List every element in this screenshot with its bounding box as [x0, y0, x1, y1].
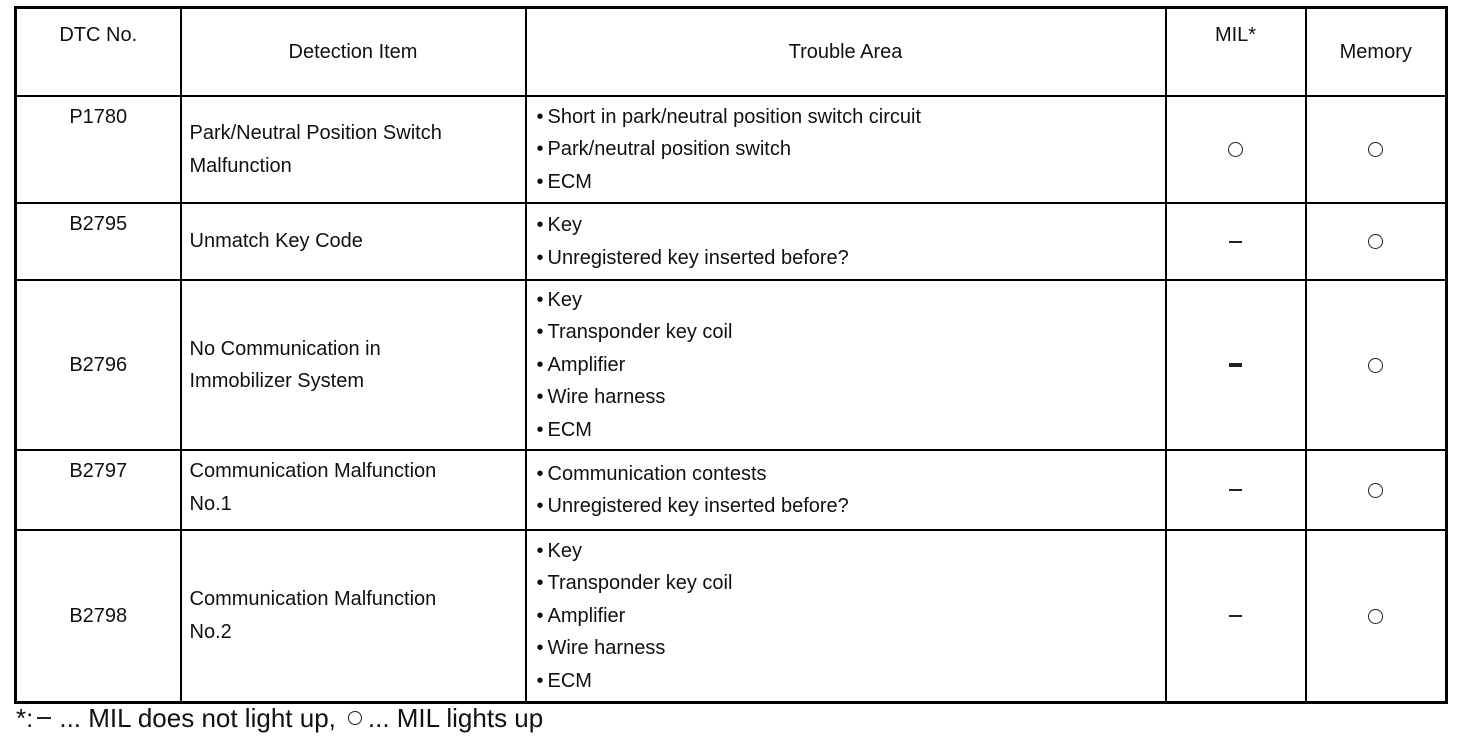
- trouble-area-item: Communication contests: [537, 458, 1157, 491]
- table-row: P1780 Park/Neutral Position Switch Malfu…: [14, 95, 1448, 204]
- trouble-area-list: Key Transponder key coil Amplifier Wire …: [537, 535, 1157, 698]
- circle-mark-icon: [1368, 357, 1384, 373]
- header-row: DTC No. Detection Item Trouble Area MIL*…: [14, 6, 1448, 97]
- detection-item-line: No Communication in: [189, 337, 381, 360]
- circle-mark-icon: [1368, 234, 1384, 250]
- dash-mark-icon: [1229, 363, 1242, 368]
- mil-cell: [1164, 202, 1307, 281]
- circle-mark-icon: [1368, 142, 1384, 158]
- footnote-prefix: *:: [16, 703, 34, 733]
- detection-item-line: Communication Malfunction: [189, 588, 437, 611]
- trouble-area: Key Transponder key coil Amplifier Wire …: [524, 279, 1167, 451]
- trouble-area-item: ECM: [537, 414, 1157, 447]
- trouble-area: Short in park/neutral position switch ci…: [524, 95, 1167, 204]
- detection-item-line: Communication Malfunction: [189, 460, 437, 482]
- memory-cell: [1304, 95, 1448, 204]
- trouble-area-item: Key: [537, 535, 1157, 568]
- detection-item-line: No.2: [189, 620, 232, 643]
- circle-mark-icon: [1228, 142, 1243, 158]
- trouble-area-item: Transponder key coil: [537, 567, 1157, 600]
- trouble-area: Communication contests Unregistered key …: [524, 449, 1167, 531]
- trouble-area-item: Amplifier: [537, 600, 1157, 633]
- trouble-area-item: Key: [537, 209, 1157, 242]
- footnote-dash-text: ... MIL does not light up,: [59, 703, 336, 733]
- detection-item: No Communication in Immobilizer System: [179, 279, 527, 451]
- trouble-area-item: ECM: [537, 166, 1157, 199]
- dtc-code: B2797: [14, 449, 182, 531]
- table-row: B2795 Unmatch Key Code Key Unregistered …: [14, 202, 1448, 281]
- detection-item-line: Malfunction: [189, 154, 292, 177]
- footnote-circle-text: ... MIL lights up: [367, 703, 544, 733]
- trouble-area: Key Transponder key coil Amplifier Wire …: [524, 529, 1167, 703]
- dash-mark-icon: [1229, 489, 1242, 492]
- trouble-area-list: Short in park/neutral position switch ci…: [537, 101, 1157, 199]
- trouble-area-item: ECM: [537, 665, 1157, 698]
- circle-mark-icon: [1368, 482, 1384, 498]
- dtc-code: B2798: [14, 529, 182, 703]
- circle-mark-icon: [347, 711, 362, 725]
- detection-item-line: No.1: [189, 492, 232, 515]
- header-trouble-area: Trouble Area: [524, 6, 1167, 97]
- detection-item-line: Immobilizer System: [189, 370, 364, 392]
- table-row: B2797 Communication Malfunction No.1 Com…: [14, 449, 1448, 531]
- trouble-area-item: Wire harness: [537, 381, 1157, 414]
- dash-mark-icon: [37, 717, 52, 719]
- trouble-area-item: Unregistered key inserted before?: [537, 242, 1157, 275]
- footnote: *: ... MIL does not light up, ... MIL li…: [16, 698, 543, 738]
- dtc-code: P1780: [14, 95, 182, 204]
- trouble-area-item: Amplifier: [537, 349, 1157, 382]
- header-detection-item: Detection Item: [179, 6, 527, 97]
- dtc-code: B2795: [14, 202, 182, 281]
- dash-mark-icon: [1229, 615, 1242, 618]
- memory-cell: [1304, 449, 1448, 531]
- memory-cell: [1304, 202, 1448, 281]
- trouble-area-item: Transponder key coil: [537, 316, 1157, 349]
- header-dtc: DTC No.: [14, 6, 182, 97]
- table-row: B2796 No Communication in Immobilizer Sy…: [14, 279, 1448, 451]
- dash-mark-icon: [1229, 240, 1242, 243]
- header-mil: MIL*: [1164, 6, 1307, 97]
- mil-cell: [1164, 95, 1307, 204]
- trouble-area-item: Short in park/neutral position switch ci…: [537, 101, 1157, 134]
- trouble-area-list: Key Unregistered key inserted before?: [537, 209, 1157, 274]
- detection-item: Park/Neutral Position Switch Malfunction: [179, 95, 527, 204]
- trouble-area-item: Key: [537, 284, 1157, 317]
- mil-cell: [1164, 449, 1307, 531]
- detection-item: Communication Malfunction No.1: [179, 449, 527, 531]
- memory-cell: [1304, 279, 1448, 451]
- detection-item-line: Unmatch Key Code: [189, 230, 363, 253]
- mil-cell: [1164, 279, 1307, 451]
- dtc-table: DTC No. Detection Item Trouble Area MIL*…: [14, 6, 1448, 704]
- dtc-code: B2796: [14, 279, 182, 451]
- header-memory: Memory: [1304, 6, 1448, 97]
- table-row: B2798 Communication Malfunction No.2 Key…: [14, 529, 1448, 703]
- memory-cell: [1304, 529, 1448, 703]
- trouble-area-item: Unregistered key inserted before?: [537, 490, 1157, 523]
- trouble-area-list: Communication contests Unregistered key …: [537, 458, 1157, 523]
- detection-item-line: Park/Neutral Position Switch: [189, 122, 442, 144]
- trouble-area-item: Park/neutral position switch: [537, 133, 1157, 166]
- detection-item: Unmatch Key Code: [179, 202, 527, 281]
- trouble-area-list: Key Transponder key coil Amplifier Wire …: [537, 284, 1157, 447]
- detection-item: Communication Malfunction No.2: [179, 529, 527, 703]
- trouble-area-item: Wire harness: [537, 632, 1157, 665]
- trouble-area: Key Unregistered key inserted before?: [524, 202, 1167, 281]
- circle-mark-icon: [1368, 608, 1384, 624]
- mil-cell: [1164, 529, 1307, 703]
